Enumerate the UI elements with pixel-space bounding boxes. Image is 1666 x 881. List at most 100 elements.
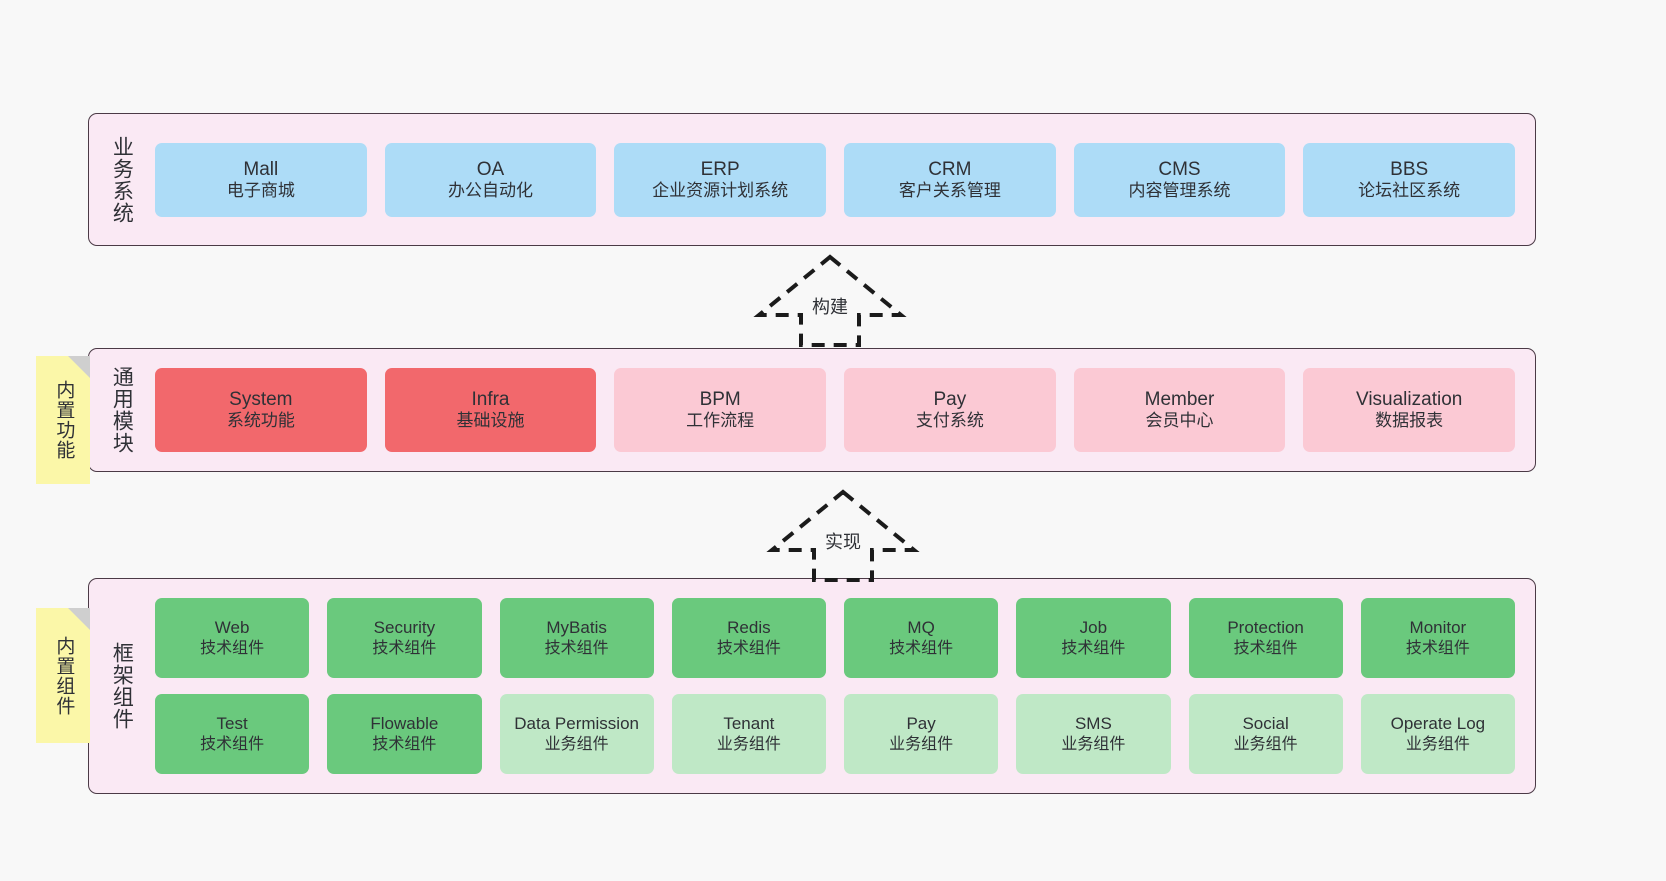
card-title: System	[229, 389, 293, 411]
card-subtitle: 内容管理系统	[1128, 180, 1231, 200]
note-builtin-function: 内置功能	[36, 356, 90, 484]
note-builtin-component-label: 内置组件	[53, 635, 75, 716]
card-subtitle: 业务组件	[716, 735, 781, 753]
card-title: Pay	[906, 713, 936, 733]
card-title: Protection	[1227, 617, 1304, 637]
card-protection[interactable]: Protection 技术组件	[1188, 598, 1343, 678]
card-subtitle: 客户关系管理	[898, 180, 1001, 200]
card-title: Flowable	[370, 713, 439, 733]
card-title: Social	[1242, 713, 1289, 733]
connector-build-label: 构建	[812, 296, 848, 317]
card-title: BPM	[699, 389, 741, 411]
card-subtitle: 技术组件	[716, 639, 781, 657]
card-title: Infra	[471, 389, 510, 411]
card-subtitle: 会员中心	[1145, 411, 1214, 431]
card-subtitle: 技术组件	[544, 639, 609, 657]
card-subtitle: 业务组件	[1405, 735, 1470, 753]
card-redis[interactable]: Redis 技术组件	[671, 598, 826, 678]
card-tenant[interactable]: Tenant 业务组件	[671, 694, 826, 774]
card-subtitle: 技术组件	[889, 639, 954, 657]
card-title: CMS	[1158, 158, 1201, 180]
card-subtitle: 技术组件	[1405, 639, 1470, 657]
card-title: MQ	[907, 617, 935, 637]
note-fold-corner-icon	[68, 608, 90, 630]
card-title: Data Permission	[514, 713, 639, 733]
card-test[interactable]: Test 技术组件	[155, 694, 310, 774]
note-fold-corner-icon	[68, 356, 90, 378]
card-subtitle: 企业资源计划系统	[652, 180, 789, 200]
card-subtitle: 技术组件	[372, 735, 437, 753]
card-title: Visualization	[1356, 389, 1463, 411]
card-title: Tenant	[723, 713, 775, 733]
card-title: MyBatis	[546, 617, 607, 637]
card-title: BBS	[1390, 158, 1429, 180]
card-title: OA	[476, 158, 505, 180]
card-operate-log[interactable]: Operate Log 业务组件	[1360, 694, 1515, 774]
connector-implement-label: 实现	[825, 531, 861, 552]
card-title: Redis	[727, 617, 771, 637]
card-title: Operate Log	[1390, 713, 1486, 733]
layer-title-common-module: 通用模块	[110, 366, 134, 454]
note-builtin-function-label: 内置功能	[53, 380, 75, 460]
card-mybatis[interactable]: MyBatis 技术组件	[499, 598, 654, 678]
card-subtitle: 业务组件	[889, 735, 954, 753]
card-subtitle: 论坛社区系统	[1358, 180, 1461, 200]
card-social[interactable]: Social 业务组件	[1188, 694, 1343, 774]
card-title: Pay	[933, 389, 967, 411]
card-web[interactable]: Web 技术组件	[155, 598, 310, 678]
card-sms[interactable]: SMS 业务组件	[1016, 694, 1171, 774]
card-subtitle: 基础设施	[456, 411, 525, 431]
card-title: ERP	[700, 158, 740, 180]
card-subtitle: 工作流程	[686, 411, 755, 431]
card-title: SMS	[1074, 713, 1112, 733]
card-title: Mall	[243, 158, 279, 180]
card-subtitle: 数据报表	[1375, 411, 1444, 431]
card-subtitle: 系统功能	[226, 411, 295, 431]
card-subtitle: 业务组件	[1233, 735, 1298, 753]
card-subtitle: 业务组件	[544, 735, 609, 753]
connector-implement: 实现	[766, 488, 920, 582]
card-subtitle: 技术组件	[200, 639, 265, 657]
card-subtitle: 办公自动化	[447, 180, 533, 200]
card-subtitle: 技术组件	[372, 639, 437, 657]
card-subtitle: 支付系统	[915, 411, 984, 431]
note-builtin-component: 内置组件	[36, 608, 90, 743]
card-title: Test	[216, 713, 248, 733]
card-subtitle: 业务组件	[1061, 735, 1126, 753]
card-subtitle: 技术组件	[1233, 639, 1298, 657]
card-title: Web	[214, 617, 250, 637]
card-title: Job	[1079, 617, 1108, 637]
card-flowable[interactable]: Flowable 技术组件	[327, 694, 482, 774]
card-data-permission[interactable]: Data Permission 业务组件	[499, 694, 654, 774]
connector-build: 构建	[753, 253, 907, 347]
card-mq[interactable]: MQ 技术组件	[844, 598, 999, 678]
card-pay[interactable]: Pay 业务组件	[844, 694, 999, 774]
card-subtitle: 技术组件	[200, 735, 265, 753]
layer-title-framework-component: 框架组件	[110, 642, 134, 730]
